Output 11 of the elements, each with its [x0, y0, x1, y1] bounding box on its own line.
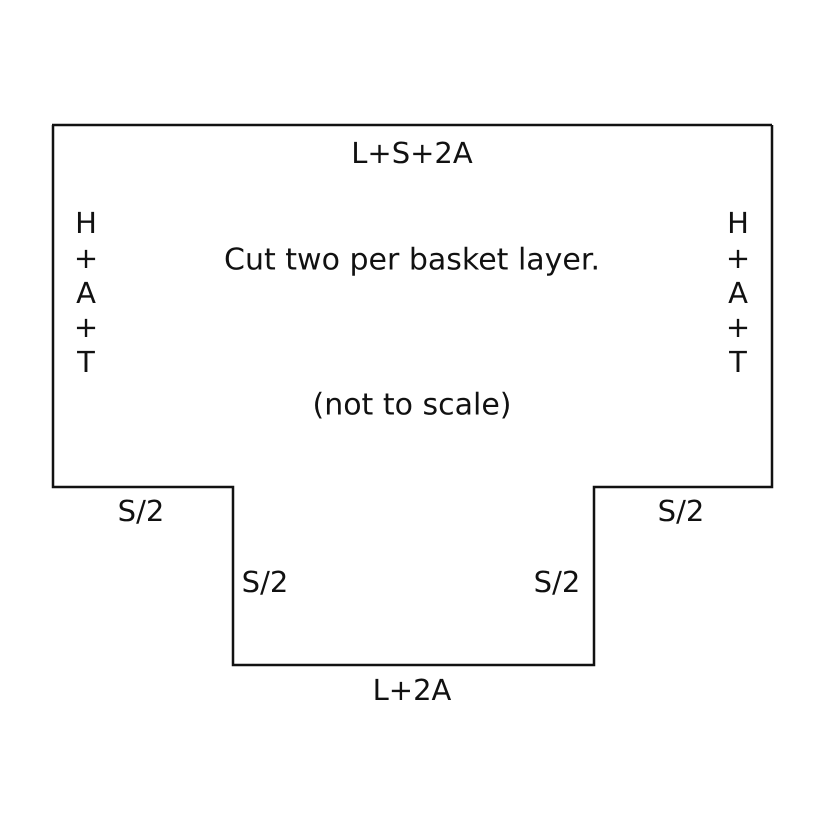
dimension-label: S/2: [118, 494, 164, 528]
dimension-label: H+A+T: [724, 206, 752, 380]
dimension-label: H+A+T: [72, 206, 100, 380]
pattern-piece: [52, 125, 773, 666]
dimension-label: S/2: [658, 494, 704, 528]
dimension-label: S/2: [242, 565, 288, 599]
instruction-text: Cut two per basket layer.: [224, 242, 600, 278]
scale-note: (not to scale): [312, 388, 512, 422]
dimension-label: L+2A: [372, 673, 452, 707]
dimension-label: S/2: [534, 565, 580, 599]
dimension-label: L+S+2A: [351, 136, 473, 170]
